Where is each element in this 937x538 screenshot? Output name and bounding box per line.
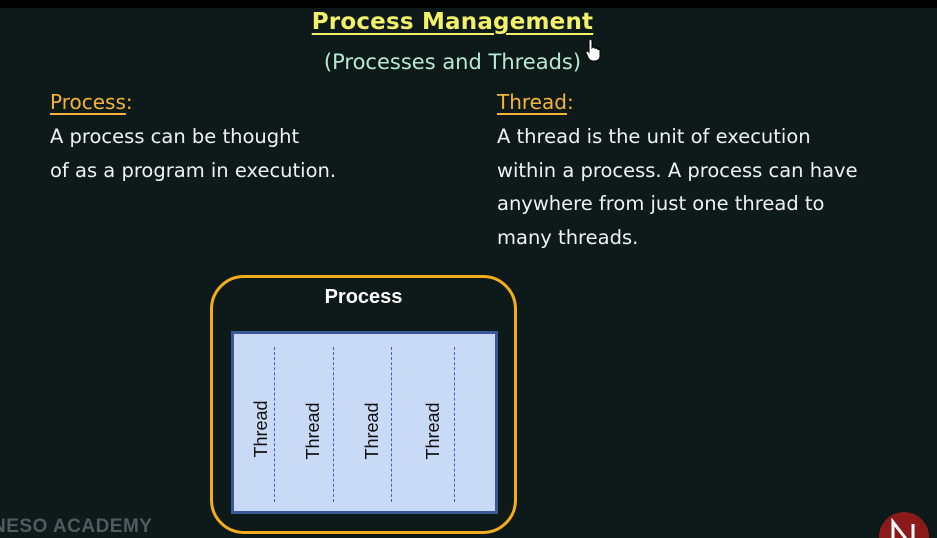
neso-academy-logo [879, 512, 929, 538]
process-heading: Process: [50, 90, 133, 114]
thread-heading-colon: : [566, 90, 574, 114]
thread-definition: A thread is the unit of execution within… [497, 120, 858, 254]
process-heading-colon: : [125, 90, 133, 114]
thread-label: Thread [362, 402, 382, 460]
slide-title: Process Management [311, 9, 594, 35]
neso-academy-watermark: NESO ACADEMY [0, 516, 153, 537]
thread-line [391, 347, 392, 502]
thread-definition-line: many threads. [497, 225, 639, 249]
thread-label: Thread [251, 400, 271, 458]
thread-line [333, 347, 334, 502]
process-diagram-box [210, 275, 517, 534]
thread-definition-line: within a process. A process can have [497, 158, 858, 182]
hand-pointer-icon [585, 38, 601, 62]
thread-label: Thread [423, 402, 443, 460]
thread-heading: Thread: [497, 90, 574, 114]
thread-label: Thread [303, 402, 323, 460]
process-definition-line: of as a program in execution. [50, 158, 337, 182]
thread-heading-word: Thread [497, 90, 567, 114]
process-definition-line: A process can be thought [50, 125, 300, 148]
thread-definition-line: anywhere from just one thread to [497, 192, 825, 215]
process-definition: A process can be thought of as a program… [50, 120, 336, 187]
thread-line [274, 347, 275, 502]
thread-panel [231, 331, 498, 514]
process-heading-word: Process [50, 90, 126, 114]
top-strip [0, 0, 937, 8]
thread-line [454, 347, 455, 502]
slide-subtitle: (Processes and Threads) [323, 50, 582, 74]
process-diagram-label: Process [324, 286, 403, 308]
thread-definition-line: A thread is the unit of execution [497, 125, 811, 148]
